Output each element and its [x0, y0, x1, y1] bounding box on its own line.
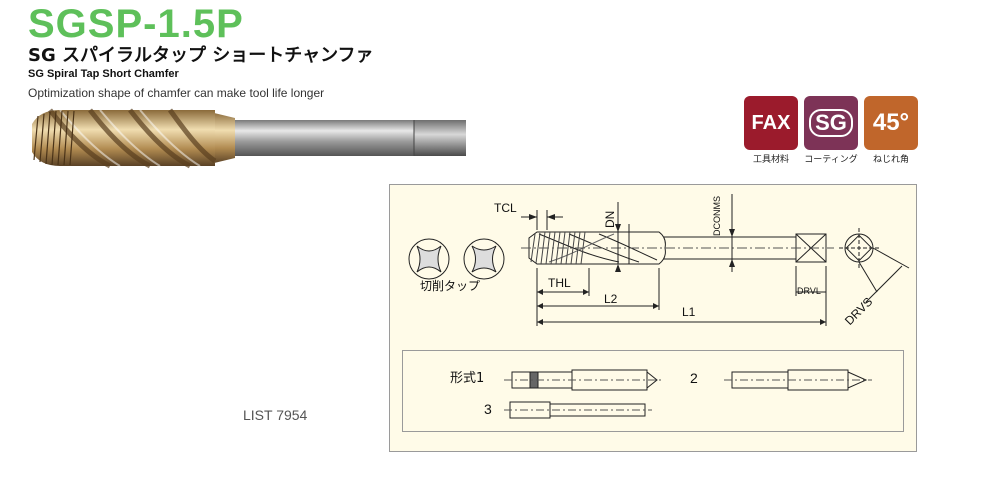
- sg-badge-caption: コーティング: [804, 155, 858, 165]
- tap-product-image: [32, 108, 466, 169]
- type-2-label: 2: [690, 370, 698, 386]
- tap-types-box: [402, 350, 904, 432]
- thl-label: THL: [548, 276, 571, 290]
- drvl-label: DRVL: [797, 286, 821, 296]
- product-description: Optimization shape of chamfer can make t…: [28, 86, 325, 100]
- helix-angle-badge-label: 45°: [872, 109, 910, 136]
- cross-section-label: 切削タップ: [420, 279, 481, 293]
- fax-material-badge: FAX: [744, 96, 798, 150]
- list-number: LIST 7954: [243, 407, 308, 423]
- type-3-label: 3: [484, 401, 492, 417]
- fax-badge-caption: 工具材料: [752, 155, 789, 165]
- cross-section-circle-1: [408, 238, 450, 280]
- sg-coating-badge: SG: [804, 96, 858, 150]
- dconms-label: DCONMS: [712, 196, 722, 236]
- helix-angle-badge: 45°: [864, 96, 918, 150]
- product-title: SGSP-1.5P: [28, 2, 244, 46]
- tap-dimension-drawing: [408, 194, 910, 326]
- l1-label: L1: [682, 305, 696, 319]
- l2-label: L2: [604, 292, 618, 306]
- product-subtitle-english: SG Spiral Tap Short Chamfer: [28, 68, 179, 80]
- product-subtitle-japanese: SG スパイラルタップ ショートチャンファ: [28, 45, 374, 66]
- cross-section-circle-2: [463, 238, 505, 280]
- fax-badge-label: FAX: [751, 111, 791, 134]
- tcl-label: TCL: [494, 201, 517, 215]
- dn-label: DN: [603, 210, 617, 228]
- helix-angle-badge-caption: ねじれ角: [872, 155, 909, 165]
- type-1-label: 形式1: [450, 371, 485, 386]
- tap-types-drawing: [504, 369, 872, 419]
- sg-badge-label: SG: [809, 109, 853, 137]
